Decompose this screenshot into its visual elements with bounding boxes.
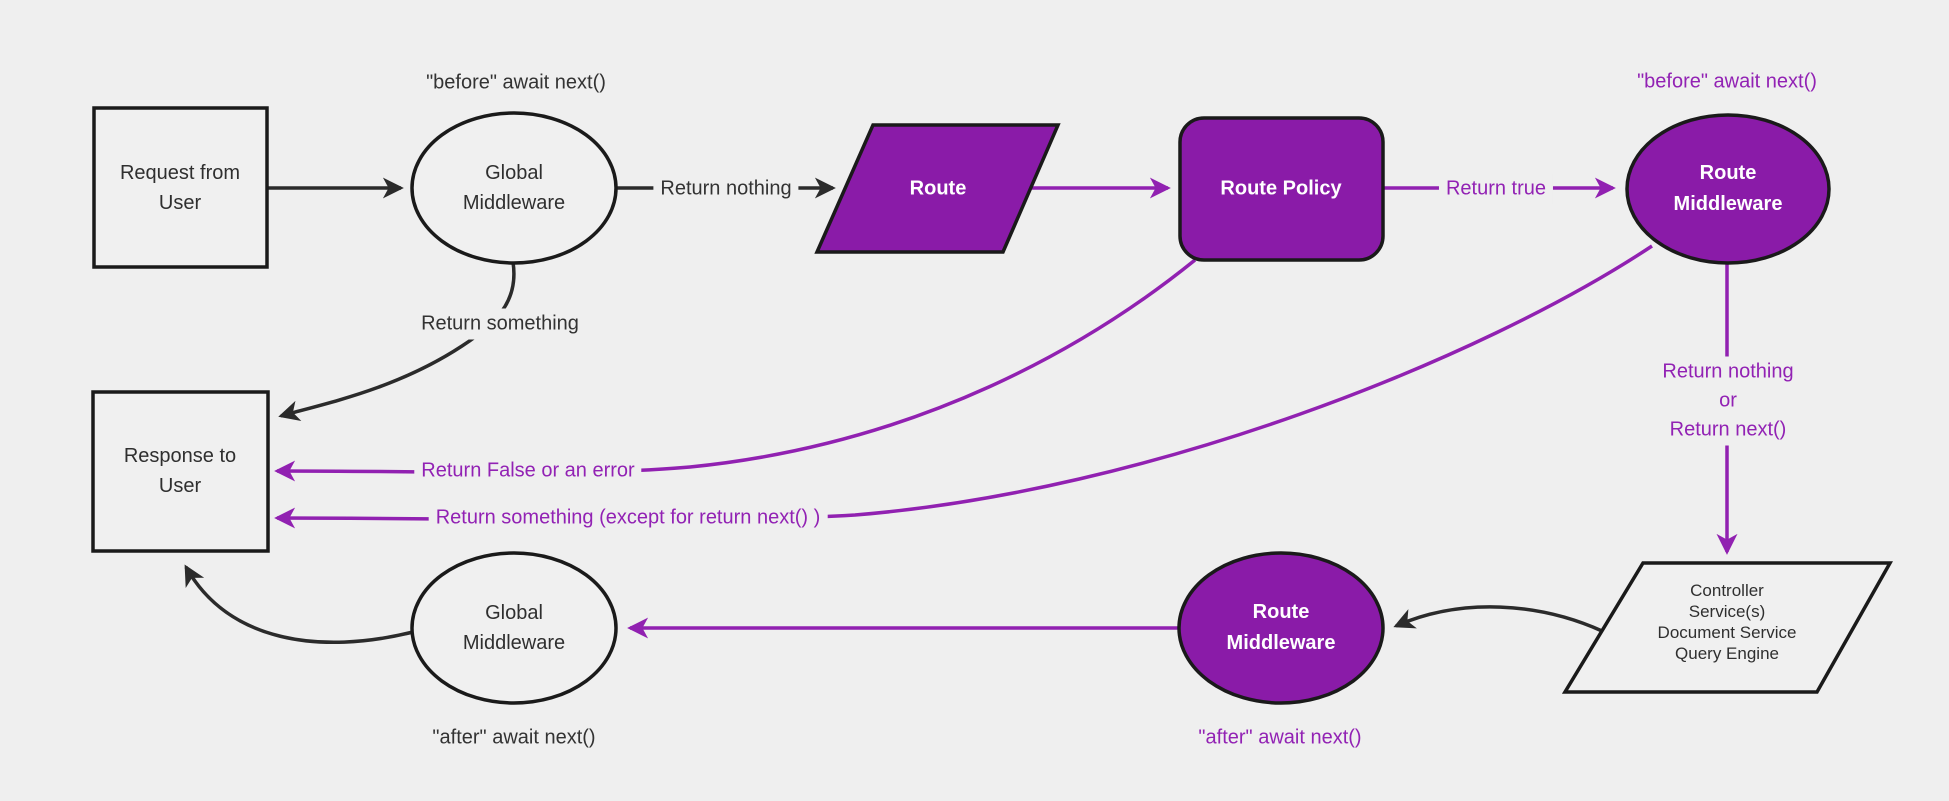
node-global-middleware-bottom-label: Global Middleware	[462, 602, 566, 654]
edge-label-return-something: Return something	[414, 308, 586, 340]
node-controller-label: Controller Service(s) Document Service Q…	[1657, 581, 1797, 663]
annotation-after-await-global: "after" await next()	[432, 726, 596, 749]
node-controller-shape	[1561, 561, 1894, 694]
node-response-shape	[91, 390, 270, 553]
edge-return-false-to-response	[274, 258, 1197, 482]
node-global-middleware-top-shape	[410, 111, 618, 265]
node-route-middleware-bottom-label: Route Middleware	[1226, 601, 1336, 654]
node-global-middleware-bottom-shape	[410, 551, 618, 705]
node-response-label: Response to User	[123, 445, 237, 497]
node-global-middleware-top-label: Global Middleware	[462, 162, 566, 214]
edge-label-return-nothing-or-next: Return nothing or Return next()	[1655, 356, 1801, 446]
edge-controller-to-route-middleware-bottom	[1393, 605, 1603, 633]
annotation-before-await-global: "before" await next()	[426, 71, 606, 94]
node-route-middleware-top-shape	[1625, 113, 1831, 265]
node-route-shape	[814, 123, 1061, 254]
edge-return-something-to-response	[278, 261, 516, 421]
node-route-label: Route	[909, 177, 967, 200]
edge-label-return-something-except: Return something (except for return next…	[428, 502, 828, 534]
edge-label-return-true: Return true	[1438, 173, 1554, 205]
edge-global-middleware-bottom-to-response	[184, 564, 414, 645]
node-request-label: Request from User	[119, 162, 241, 214]
node-request-shape	[92, 106, 269, 269]
node-route-policy-label: Route Policy	[1220, 177, 1342, 200]
edge-label-return-nothing: Return nothing	[653, 173, 799, 205]
annotation-before-await-route: "before" await next()	[1637, 70, 1817, 93]
node-route-policy-shape	[1178, 116, 1385, 262]
edge-label-return-false-or-error: Return False or an error	[414, 455, 642, 487]
node-route-middleware-bottom-shape	[1177, 551, 1385, 705]
node-route-middleware-top-label: Route Middleware	[1673, 162, 1783, 215]
annotation-after-await-route: "after" await next()	[1198, 726, 1362, 749]
